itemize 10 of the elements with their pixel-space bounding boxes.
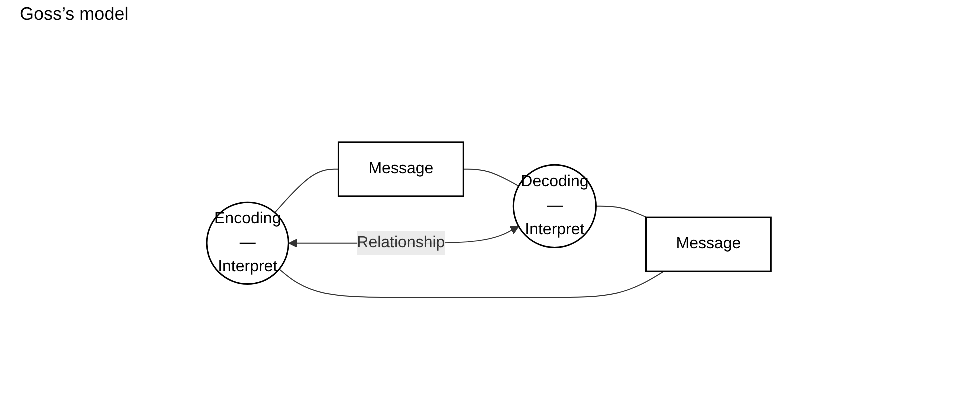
node-box: Message — [338, 142, 464, 198]
edge-label: Relationship — [357, 234, 446, 252]
node-circle: Encoding — Interpret — [206, 202, 290, 286]
node-box: Message — [645, 216, 772, 272]
connector — [274, 168, 340, 214]
connector — [278, 268, 665, 298]
connector — [596, 206, 648, 218]
diagram-title: Goss’s model — [20, 4, 129, 25]
connector — [463, 168, 520, 187]
node-circle: Decoding — Interpret — [512, 164, 597, 248]
